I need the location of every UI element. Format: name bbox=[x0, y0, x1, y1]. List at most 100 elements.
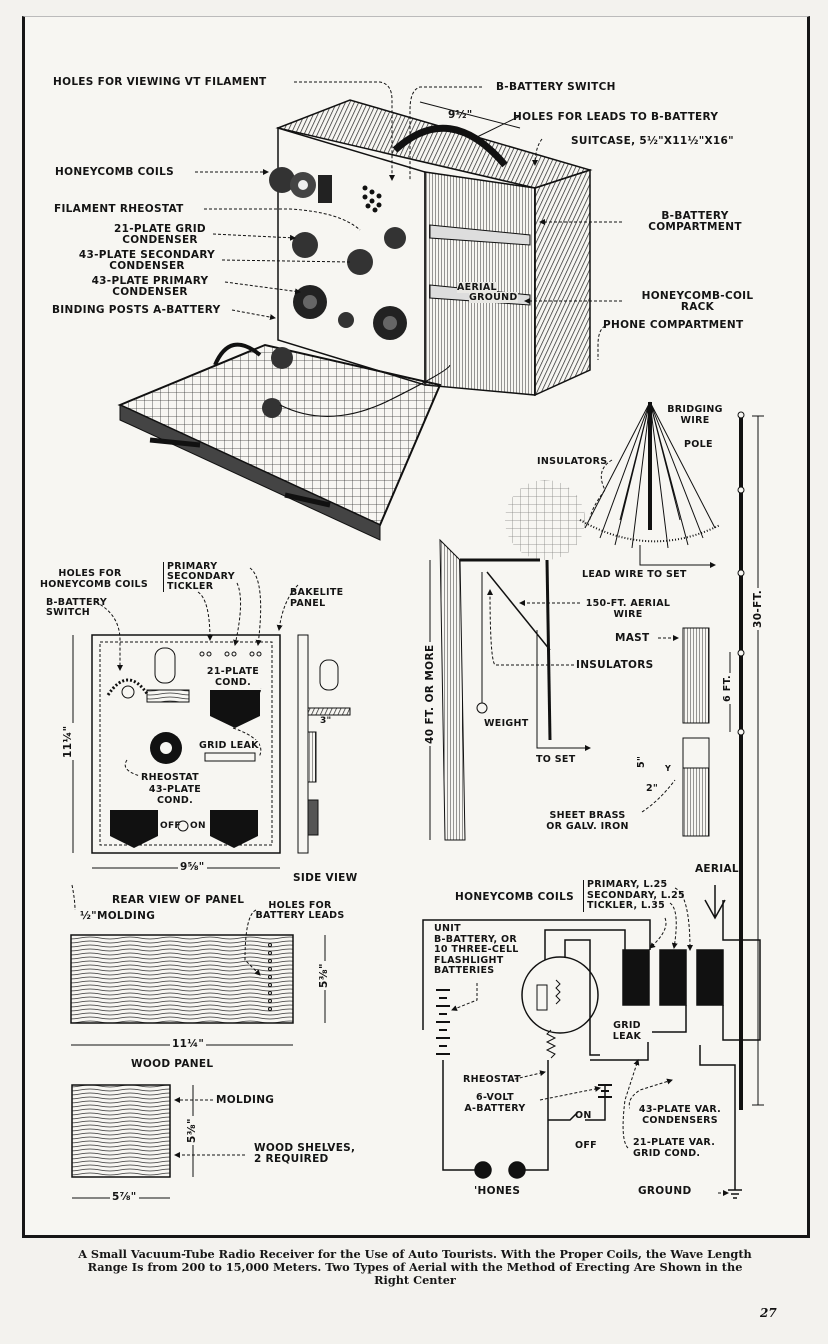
label-bakelite-line2: PANEL bbox=[290, 598, 326, 609]
label-schematic-grid-leak-line2: LEAK bbox=[612, 1031, 642, 1042]
label-coil-rack-line1: HONEYCOMB-COIL bbox=[641, 290, 754, 302]
label-sheet-brass-line1: SHEET BRASS bbox=[549, 810, 626, 821]
label-b-battery-unit-line2: B-BATTERY, OR bbox=[434, 933, 518, 945]
label-cond-21-line2: COND. bbox=[215, 677, 251, 688]
label-bridging-wire-line2: WIRE bbox=[680, 415, 710, 426]
label-mast-section: 6 FT. bbox=[722, 672, 733, 704]
label-schematic-off: OFF bbox=[575, 1140, 597, 1151]
label-b-battery-unit-line4: FLASHLIGHT bbox=[434, 954, 504, 966]
label-var-cond-43-line1: 43-PLATE VAR. bbox=[638, 1104, 722, 1115]
label-cond-43-line2: COND. bbox=[157, 795, 193, 806]
wood-panel-drawing bbox=[70, 934, 326, 1199]
page-number: 27 bbox=[760, 1306, 777, 1320]
label-grid-condenser-line2: CONDENSER bbox=[122, 234, 198, 246]
label-var-cond-43: 43-PLATE VAR.CONDENSERS bbox=[630, 1104, 730, 1126]
caption-line-3: Right Center bbox=[374, 1273, 456, 1287]
label-filament-rheostat: FILAMENT RHEOSTAT bbox=[54, 203, 184, 215]
label-holes-honeycomb-line2: HONEYCOMB COILS bbox=[40, 579, 149, 590]
label-wood-panel-height: 5⅜" bbox=[318, 961, 330, 990]
label-b-battery-compartment-line1: B-BATTERY bbox=[661, 210, 729, 222]
label-bakelite-line1: BAKELITE bbox=[290, 587, 344, 598]
label-primary-condenser-line2: CONDENSER bbox=[112, 286, 188, 298]
label-aerial-wire-line1: 150-FT. AERIAL bbox=[585, 598, 671, 609]
label-side-view: SIDE VIEW bbox=[293, 872, 358, 884]
label-secondary-condenser-line2: CONDENSER bbox=[109, 260, 185, 272]
schematic-drawing bbox=[422, 885, 761, 1199]
label-b-battery-switch: B-BATTERY SWITCH bbox=[496, 81, 616, 93]
label-mast-overlap: 5" bbox=[636, 753, 647, 770]
label-cond-43-line1: 43-PLATE bbox=[148, 784, 202, 795]
label-rear-view: REAR VIEW OF PANEL bbox=[112, 894, 245, 906]
label-grid-leak: GRID LEAK bbox=[199, 740, 259, 751]
label-umbrella-insulators: INSULATORS bbox=[537, 456, 608, 467]
label-wood-shelves: WOOD SHELVES,2 REQUIRED bbox=[254, 1143, 355, 1165]
label-shelf-height: 5⅜" bbox=[186, 1116, 198, 1145]
label-var-cond-21: 21-PLATE VAR.GRID COND. bbox=[633, 1137, 716, 1159]
label-coil-secondary-value: SECONDARY, L.25 bbox=[587, 889, 685, 901]
suitcase-drawing bbox=[117, 99, 593, 541]
label-b-battery-compartment-line2: COMPARTMENT bbox=[648, 221, 742, 233]
label-primary-condenser-line1: 43-PLATE PRIMARY bbox=[91, 275, 209, 287]
label-battery-lead-holes-line2: BATTERY LEADS bbox=[255, 910, 345, 921]
label-cond-21-line1: 21-PLATE bbox=[206, 666, 260, 677]
label-lead-wire: LEAD WIRE TO SET bbox=[582, 569, 687, 580]
label-grid-condenser-line1: 21-PLATE GRID bbox=[114, 223, 206, 235]
label-coil-primary: PRIMARY bbox=[167, 561, 218, 572]
label-panel-height: 11¼" bbox=[62, 723, 74, 760]
label-aerial-terminal: AERIAL bbox=[457, 282, 497, 293]
label-mast-total: 30-FT. bbox=[752, 587, 764, 630]
label-molding-half: ½"MOLDING bbox=[80, 910, 156, 922]
label-to-set: TO SET bbox=[536, 754, 576, 765]
label-wood-shelves-line1: WOOD SHELVES, bbox=[254, 1142, 356, 1154]
label-wood-panel-title: WOOD PANEL bbox=[131, 1058, 214, 1070]
label-holes-honeycomb-line1: HOLES FOR bbox=[58, 568, 122, 579]
label-schematic-aerial: AERIAL bbox=[695, 863, 739, 875]
label-wood-panel-width: 11¼" bbox=[170, 1038, 207, 1050]
tree-aerial-drawing bbox=[429, 480, 591, 841]
label-weight: WEIGHT bbox=[484, 718, 529, 729]
label-honeycomb-coils: HONEYCOMB COILS bbox=[55, 166, 174, 178]
label-panel-b-switch-line1: B-BATTERY bbox=[46, 597, 108, 608]
label-schematic-grid-leak-line1: GRID bbox=[613, 1020, 641, 1031]
label-coil-primary-value: PRIMARY, L.25 bbox=[587, 879, 668, 890]
label-schematic-ground: GROUND bbox=[638, 1185, 692, 1197]
label-phones: 'HONES bbox=[474, 1185, 521, 1197]
caption-line-2: Range Is from 200 to 15,000 Meters. Two … bbox=[87, 1260, 743, 1274]
label-secondary-condenser-line1: 43-PLATE SECONDARY bbox=[78, 249, 216, 261]
figure-caption: A Small Vacuum-Tube Radio Receiver for t… bbox=[30, 1248, 800, 1287]
label-mast-gap: 2" bbox=[646, 783, 659, 794]
label-battery-lead-holes-line1: HOLES FOR bbox=[268, 900, 332, 911]
label-b-battery-unit-line3: 10 THREE-CELL bbox=[434, 944, 519, 955]
label-coil-tickler: TICKLER bbox=[167, 581, 214, 592]
label-b-battery-unit-line1: UNIT bbox=[434, 923, 461, 934]
label-var-cond-21-line2: GRID COND. bbox=[633, 1148, 701, 1159]
label-schematic-on: ON bbox=[575, 1110, 592, 1121]
label-pole: POLE bbox=[684, 439, 713, 450]
label-coil-secondary: SECONDARY bbox=[167, 571, 235, 582]
label-phone-compartment: PHONE COMPARTMENT bbox=[603, 319, 744, 331]
label-schematic-rheostat: RHEOSTAT bbox=[463, 1074, 521, 1085]
label-suitcase-size: SUITCASE, 5½"X11½"X16" bbox=[571, 135, 734, 147]
label-aerial-wire-line2: WIRE bbox=[613, 609, 643, 620]
label-var-cond-21-line1: 21-PLATE VAR. bbox=[633, 1137, 716, 1148]
label-a-battery-line2: A-BATTERY bbox=[464, 1103, 526, 1114]
label-bridging-wire-line1: BRIDGING bbox=[667, 404, 723, 415]
label-shelf-width: 5⅞" bbox=[110, 1191, 139, 1203]
